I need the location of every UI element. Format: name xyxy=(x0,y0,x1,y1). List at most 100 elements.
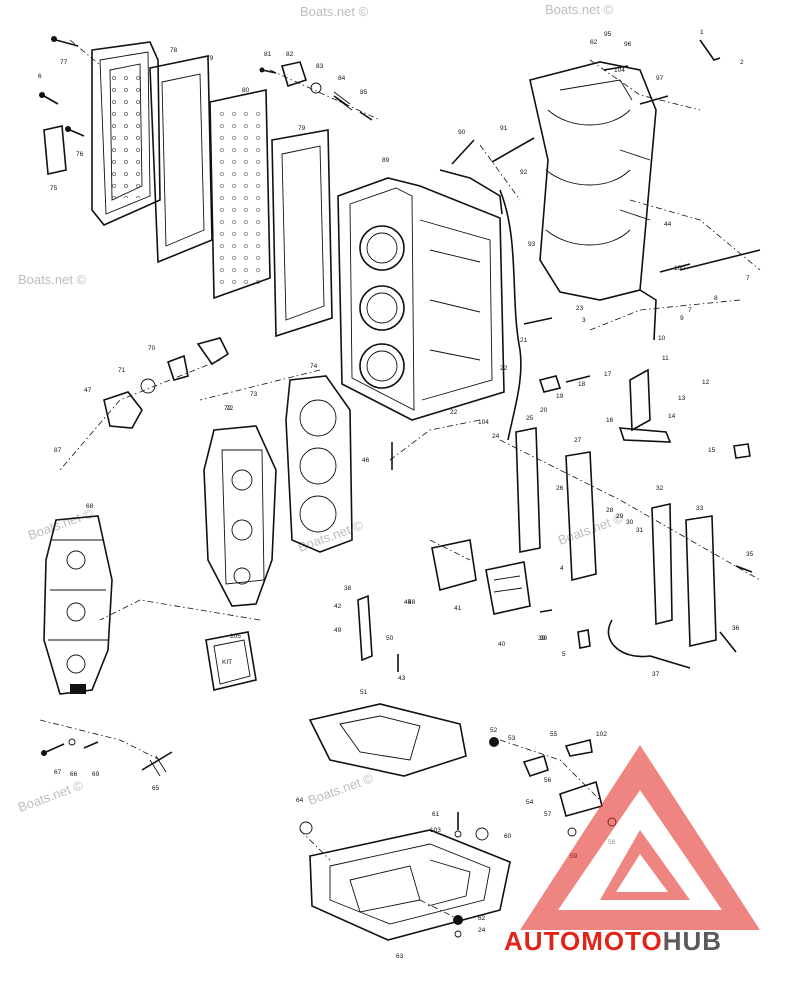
callout: 9 xyxy=(680,315,684,322)
callout: 48 xyxy=(408,599,416,606)
callout: 25 xyxy=(526,415,534,422)
callout: 87 xyxy=(54,447,62,454)
callout: 8 xyxy=(714,295,718,302)
callout: 73 xyxy=(250,391,258,398)
misc-fasteners xyxy=(391,39,753,672)
watermark: Boats.net © xyxy=(556,510,626,548)
callout: 79 xyxy=(206,55,214,62)
automotohub-logo: AUTOMOTOHUB xyxy=(504,745,760,956)
kit-box-label: KIT xyxy=(222,659,232,666)
callout: 79 xyxy=(298,125,306,132)
logo-text-moto: MOTO xyxy=(581,926,663,956)
callout: 90 xyxy=(458,129,466,136)
callout: 39 xyxy=(540,635,548,642)
callout: 64 xyxy=(296,797,304,804)
callout: 57 xyxy=(544,811,552,818)
callout: 40 xyxy=(498,641,506,648)
callout: 39 xyxy=(538,635,546,642)
callout: 85 xyxy=(360,89,368,96)
callout: 93 xyxy=(528,241,536,248)
callout: 31 xyxy=(636,527,644,534)
throttle-linkage xyxy=(618,249,761,443)
watermark: Boats.net © xyxy=(306,770,376,808)
linkage-49 xyxy=(357,594,373,662)
watermark: Boats.net © xyxy=(296,517,366,555)
callout: 60 xyxy=(504,833,512,840)
callout: 36 xyxy=(732,625,740,632)
spark-plug xyxy=(141,751,173,777)
callout: 84 xyxy=(338,75,346,82)
callout: 46 xyxy=(362,457,370,464)
callout: 3 xyxy=(582,317,586,324)
logo-text-hub: HUB xyxy=(663,926,722,956)
callout: 43 xyxy=(398,675,406,682)
intake-parts xyxy=(515,427,717,669)
head-gasket-74 xyxy=(285,375,353,553)
callout: 14 xyxy=(668,413,676,420)
callout: 63 xyxy=(396,953,404,960)
callout: 95 xyxy=(604,31,612,38)
callout: 91 xyxy=(500,125,508,132)
callout: 44 xyxy=(664,221,672,228)
callout: 89 xyxy=(382,157,390,164)
callout: 7 xyxy=(688,307,692,314)
callout: 19 xyxy=(556,393,564,400)
callout: 22 xyxy=(450,409,458,416)
callout: 51 xyxy=(360,689,368,696)
callout: 18 xyxy=(578,381,586,388)
callout: 13 xyxy=(678,395,686,402)
thermostat-parts xyxy=(259,61,373,121)
callout: 71 xyxy=(118,367,126,374)
callout: 56 xyxy=(544,777,552,784)
callout: 68 xyxy=(86,503,94,510)
callout: 17 xyxy=(604,371,612,378)
watermark: Boats.net © xyxy=(26,505,96,543)
callout: 105 xyxy=(230,633,241,640)
callout: 2 xyxy=(740,59,744,66)
callout: 38 xyxy=(344,585,352,592)
callout: 74 xyxy=(310,363,318,370)
crankcase xyxy=(529,61,657,301)
callout: 55 xyxy=(550,731,558,738)
cylinder-block xyxy=(337,169,505,421)
callout: 103 xyxy=(430,827,441,834)
callout: 11 xyxy=(662,355,669,362)
callout: 75 xyxy=(50,185,58,192)
callout: 42 xyxy=(334,603,342,610)
callout: 102 xyxy=(596,731,607,738)
callout: 80 xyxy=(242,87,250,94)
callout: 20 xyxy=(540,407,548,414)
watermark: Boats.net © xyxy=(16,777,86,815)
callout: 69 xyxy=(92,771,100,778)
studs-90-91 xyxy=(451,137,535,165)
callout: 77 xyxy=(60,59,68,66)
callout: 53 xyxy=(508,735,516,742)
watermark: Boats.net © xyxy=(300,4,369,19)
callout: 50 xyxy=(386,635,394,642)
hose-93 xyxy=(499,189,522,441)
small-fittings xyxy=(299,812,489,938)
callout: 104 xyxy=(614,67,625,74)
callout: 67 xyxy=(54,769,62,776)
adapter-gasket xyxy=(308,703,467,777)
callout: 104 xyxy=(478,419,489,426)
callout: 97 xyxy=(656,75,664,82)
callout: 76 xyxy=(76,151,84,158)
callout: 10 xyxy=(658,335,666,342)
callout: 62 xyxy=(478,915,486,922)
reed-plate xyxy=(431,539,531,615)
callout: 45 xyxy=(404,599,412,606)
callout: 78 xyxy=(170,47,178,54)
callout: 12 xyxy=(702,379,710,386)
callout: 4 xyxy=(560,565,564,572)
callout: 70 xyxy=(148,345,156,352)
watermark: Boats.net © xyxy=(18,272,87,287)
watermark: Boats.net © xyxy=(545,2,614,17)
exhaust-cover xyxy=(91,41,161,226)
callout: 27 xyxy=(574,437,582,444)
thermostat-housing xyxy=(103,337,230,429)
callout: 61 xyxy=(432,811,440,818)
callout: 33 xyxy=(696,505,704,512)
exhaust-gasket-79 xyxy=(149,55,213,264)
